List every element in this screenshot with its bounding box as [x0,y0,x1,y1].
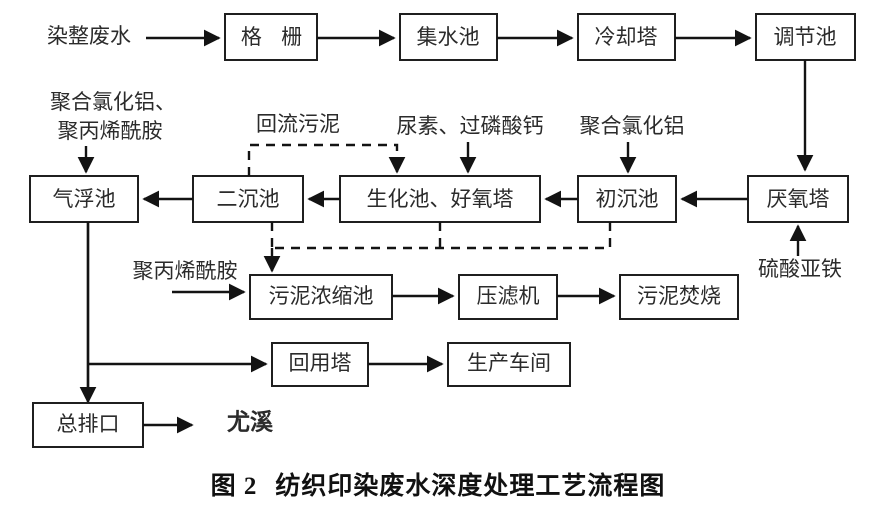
node-production-workshop[interactable]: 生产车间 [447,342,571,387]
node-main-outlet[interactable]: 总排口 [32,402,144,448]
secondary-sedimentation-label: 二沉池 [217,187,280,211]
node-flotation-tank[interactable]: 气浮池 [29,175,139,223]
primary-sedimentation-box[interactable] [577,175,677,223]
production-workshop-box[interactable] [447,342,571,387]
grit-chamber-label: 格 栅 [241,25,309,49]
sludge-thickener-label: 污泥浓缩池 [269,284,374,308]
equalization-tank-label: 调节池 [774,25,837,49]
node-biochemical-aerobic[interactable]: 生化池、好氧塔 [339,175,541,223]
receiving-water-label: 尤溪 [227,409,274,434]
node-collection-tank[interactable]: 集水池 [399,13,498,61]
grit-chamber-box[interactable] [224,13,318,61]
cooling-tower-label: 冷却塔 [595,25,658,49]
biochemical-aerobic-label: 生化池、好氧塔 [367,187,514,211]
pac-label: 聚合氯化铝 [580,114,685,138]
edge-return-sludge-path [247,143,399,176]
urea-superphosphate-label: 尿素、过磷酸钙 [397,114,544,138]
node-equalization-tank[interactable]: 调节池 [755,13,856,61]
node-primary-sedimentation[interactable]: 初沉池 [577,175,677,223]
ferrous-sulfate-label: 硫酸亚铁 [758,257,842,281]
primary-sedimentation-label: 初沉池 [596,187,659,211]
node-secondary-sedimentation[interactable]: 二沉池 [192,175,304,223]
figure-caption-number: 图 2 [210,473,258,500]
influent-label: 染整废水 [47,24,131,48]
equalization-tank-box[interactable] [755,13,856,61]
cooling-tower-box[interactable] [577,13,676,61]
anaerobic-tower-box[interactable] [747,175,849,223]
main-outlet-box[interactable] [32,402,144,448]
anaerobic-tower-label: 厌氧塔 [767,187,830,211]
node-reuse-tower[interactable]: 回用塔 [271,342,369,387]
pam-label: 聚丙烯酰胺 [133,259,238,283]
reuse-tower-box[interactable] [271,342,369,387]
sludge-incineration-box[interactable] [619,274,739,320]
node-sludge-incineration[interactable]: 污泥焚烧 [619,274,739,320]
secondary-sedimentation-box[interactable] [192,175,304,223]
return-sludge-label: 回流污泥 [256,112,340,136]
sludge-thickener-box[interactable] [249,274,393,320]
filter-press-box[interactable] [458,274,558,320]
figure-caption: 图 2 纺织印染废水深度处理工艺流程图 [0,466,876,502]
figure-caption-text: 纺织印染废水深度处理工艺流程图 [275,473,666,500]
production-workshop-label: 生产车间 [467,351,551,375]
node-filter-press[interactable]: 压滤机 [458,274,558,320]
edge-primary-sludge-path [272,222,612,250]
sludge-incineration-label: 污泥焚烧 [637,284,721,308]
biochemical-aerobic-box[interactable] [339,175,541,223]
filter-press-label: 压滤机 [477,284,540,308]
reuse-tower-label: 回用塔 [289,351,352,375]
node-grit-chamber[interactable]: 格 栅 [224,13,318,61]
flotation-tank-label: 气浮池 [53,187,116,211]
main-outlet-label: 总排口 [57,412,120,436]
dosing-pac-pam-line1-label: 聚合氯化铝、 [50,90,176,114]
node-anaerobic-tower[interactable]: 厌氧塔 [747,175,849,223]
node-sludge-thickener[interactable]: 污泥浓缩池 [249,274,393,320]
collection-tank-label: 集水池 [417,25,480,49]
flotation-tank-box[interactable] [29,175,139,223]
dosing-pac-pam-line2-label: 聚丙烯酰胺 [58,119,163,143]
collection-tank-box[interactable] [399,13,498,61]
node-cooling-tower[interactable]: 冷却塔 [577,13,676,61]
